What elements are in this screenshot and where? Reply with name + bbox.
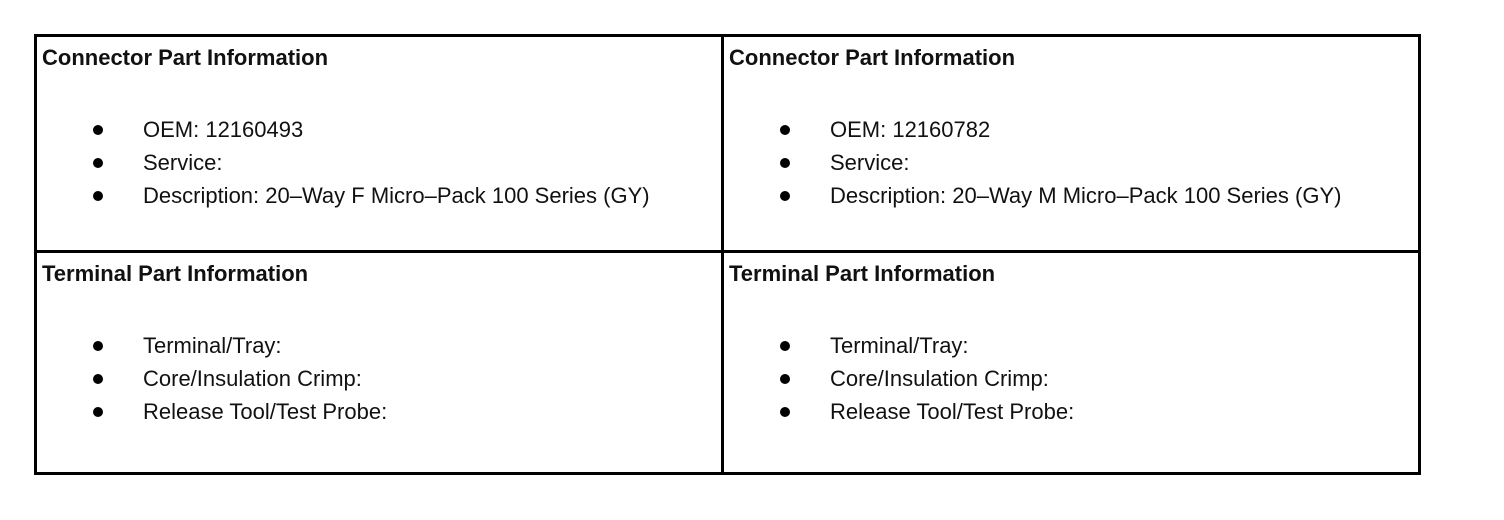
- bullet-icon: [93, 341, 103, 351]
- terminal-tray-text: Terminal/Tray:: [830, 333, 969, 358]
- bullet-icon: [780, 374, 790, 384]
- terminal-cell-left: Terminal Part Information Terminal/Tray:…: [37, 253, 724, 472]
- oem-text: OEM: 12160493: [143, 117, 304, 142]
- description-text: Description: 20–Way M Micro–Pack 100 Ser…: [830, 183, 1342, 208]
- description-text: Description: 20–Way F Micro–Pack 100 Ser…: [143, 183, 650, 208]
- terminal-heading-left: Terminal Part Information: [42, 261, 309, 286]
- connector-heading-left: Connector Part Information: [42, 45, 329, 70]
- bullet-icon: [93, 407, 103, 417]
- release-tool-text: Release Tool/Test Probe:: [143, 399, 388, 424]
- bullet-icon: [93, 125, 103, 135]
- terminal-heading-right: Terminal Part Information: [729, 261, 996, 286]
- connector-cell-left: Connector Part Information OEM: 12160493…: [37, 37, 724, 253]
- connector-info-table: Connector Part Information OEM: 12160493…: [34, 34, 1421, 475]
- bullet-icon: [93, 374, 103, 384]
- crimp-text: Core/Insulation Crimp:: [830, 366, 1049, 391]
- bullet-icon: [780, 125, 790, 135]
- bullet-icon: [780, 407, 790, 417]
- terminal-tray-text: Terminal/Tray:: [143, 333, 282, 358]
- bullet-icon: [780, 191, 790, 201]
- bullet-icon: [93, 158, 103, 168]
- oem-text: OEM: 12160782: [830, 117, 991, 142]
- terminal-cell-right: Terminal Part Information Terminal/Tray:…: [724, 253, 1418, 472]
- connector-heading-right: Connector Part Information: [729, 45, 1016, 70]
- service-text: Service:: [830, 150, 910, 175]
- bullet-icon: [780, 341, 790, 351]
- release-tool-text: Release Tool/Test Probe:: [830, 399, 1075, 424]
- bullet-icon: [93, 191, 103, 201]
- crimp-text: Core/Insulation Crimp:: [143, 366, 362, 391]
- connector-cell-right: Connector Part Information OEM: 12160782…: [724, 37, 1418, 253]
- service-text: Service:: [143, 150, 223, 175]
- bullet-icon: [780, 158, 790, 168]
